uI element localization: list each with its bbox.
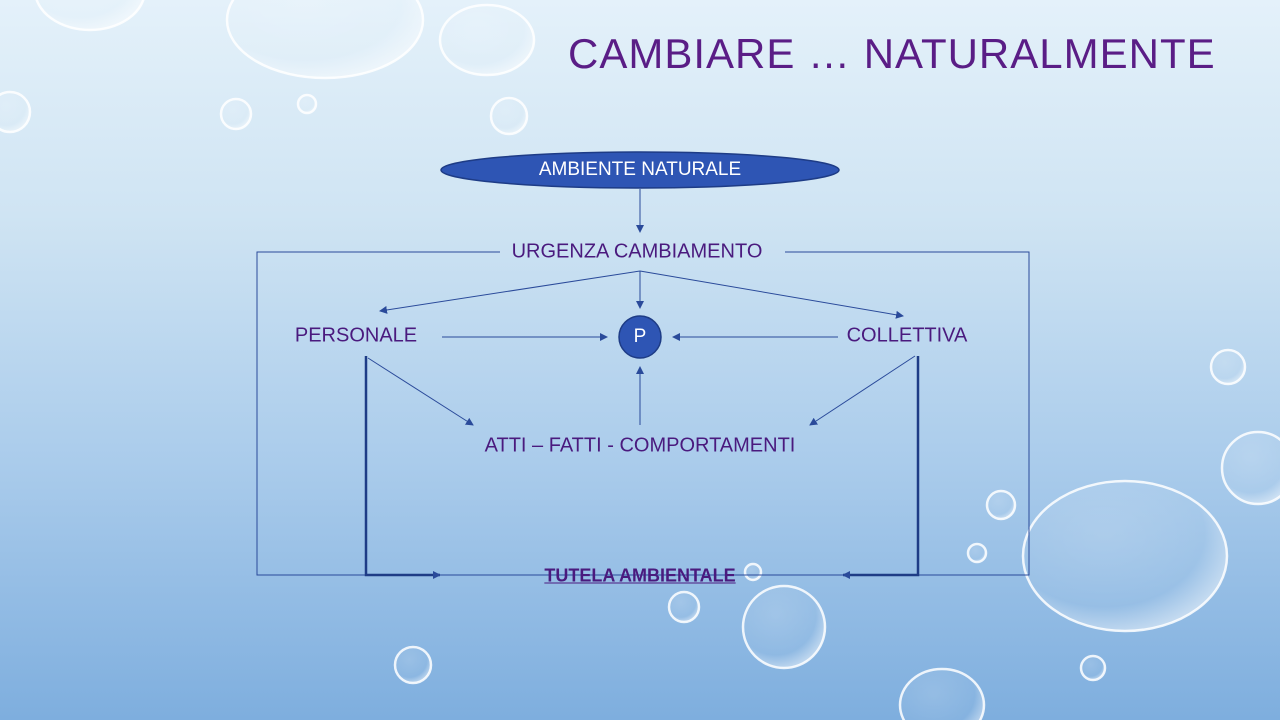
arrow-urgenza-to-collettiva <box>639 270 904 319</box>
bubble <box>489 96 529 136</box>
bubble <box>296 93 318 115</box>
bubble <box>667 590 701 624</box>
bubble <box>438 3 536 77</box>
bubble <box>0 90 32 134</box>
arrow-collettiva-to-tutela <box>842 356 920 579</box>
p-label: P <box>633 326 647 347</box>
outer-frame <box>256 251 1030 576</box>
arrow-personale-to-atti <box>367 357 474 426</box>
atti-fatti-comportamenti-label: ATTI – FATTI - COMPORTAMENTI <box>484 434 796 457</box>
bubble <box>1220 430 1280 506</box>
bubble <box>741 584 827 670</box>
urgenza-cambiamento-label: URGENZA CAMBIAMENTO <box>511 240 763 263</box>
bubble <box>35 0 145 32</box>
bubble <box>966 542 988 564</box>
bubble <box>393 645 433 685</box>
bubble <box>898 667 986 720</box>
p-node <box>618 315 662 359</box>
bubble <box>219 97 253 131</box>
ambiente-naturale-label: AMBIENTE NATURALE <box>538 159 742 180</box>
bubble <box>985 489 1017 521</box>
collettiva-label: COLLETTIVA <box>846 324 968 347</box>
bubble <box>743 562 763 582</box>
slide-title: CAMBIARE … NATURALMENTE <box>568 30 1216 77</box>
tutela-ambientale-link[interactable]: TUTELA AMBIENTALE <box>544 565 736 586</box>
bubble <box>225 0 425 80</box>
ambiente-naturale-node <box>440 151 840 189</box>
bubble <box>1209 348 1247 386</box>
bubble <box>1079 654 1107 682</box>
arrow-personale-to-tutela <box>364 356 441 579</box>
bubble <box>1021 479 1229 633</box>
arrow-collettiva-to-atti <box>809 355 916 426</box>
arrow-urgenza-to-personale <box>379 270 641 314</box>
personale-label: PERSONALE <box>294 324 418 347</box>
